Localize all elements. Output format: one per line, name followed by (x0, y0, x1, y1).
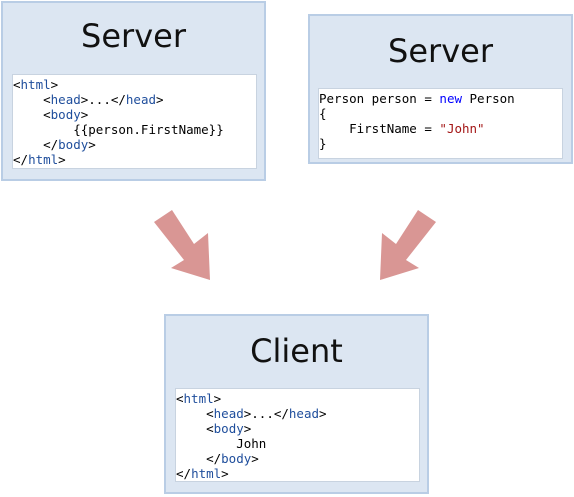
code-line: <body> (176, 421, 252, 436)
left-down-arrow (154, 210, 210, 280)
code-line: { (319, 106, 327, 121)
code-keyword: html (191, 466, 222, 481)
code-keyword: head (213, 406, 244, 421)
code-keyword: body (50, 107, 81, 122)
right-arrow-shape (380, 210, 436, 280)
code-keyword: body (221, 451, 252, 466)
client-code: <html> <head>...</head> <body> John </bo… (175, 388, 420, 482)
code-line: John (176, 436, 267, 451)
code-line: {{person.FirstName}} (13, 122, 224, 137)
right-server-title: Server (388, 32, 493, 70)
right-down-arrow (380, 210, 436, 280)
code-line: </body> (176, 451, 259, 466)
left-server-title: Server (81, 17, 186, 55)
code-keyword: head (288, 406, 320, 421)
right-server-box: Server Person person = new Person{ First… (308, 14, 573, 164)
code-keyword: body (213, 421, 244, 436)
code-keyword: html (28, 152, 59, 167)
code-keyword: html (20, 77, 51, 92)
right-server-code: Person person = new Person{ FirstName = … (318, 88, 563, 159)
code-line: <html> (13, 77, 59, 92)
code-line: </html> (176, 466, 229, 481)
client-title: Client (250, 332, 343, 370)
left-server-code: <html> <head>...</head> <body> {{person.… (12, 74, 257, 169)
code-line: <head>...</head> (13, 92, 164, 107)
code-line: } (319, 136, 327, 151)
code-line: FirstName = "John" (319, 121, 485, 136)
code-keyword: new (439, 91, 462, 106)
code-string: "John" (439, 121, 485, 136)
left-arrow-shape (154, 210, 210, 280)
code-line: <html> (176, 391, 222, 406)
left-server-box: Server <html> <head>...</head> <body> {{… (1, 1, 266, 181)
code-line: Person person = new Person (319, 91, 515, 106)
code-keyword: head (50, 92, 81, 107)
code-line: <head>...</head> (176, 406, 327, 421)
code-line: </body> (13, 137, 96, 152)
code-keyword: body (58, 137, 89, 152)
code-keyword: head (125, 92, 157, 107)
code-keyword: html (183, 391, 214, 406)
code-line: </html> (13, 152, 66, 167)
code-line: <body> (13, 107, 89, 122)
client-box: Client <html> <head>...</head> <body> Jo… (164, 314, 429, 494)
